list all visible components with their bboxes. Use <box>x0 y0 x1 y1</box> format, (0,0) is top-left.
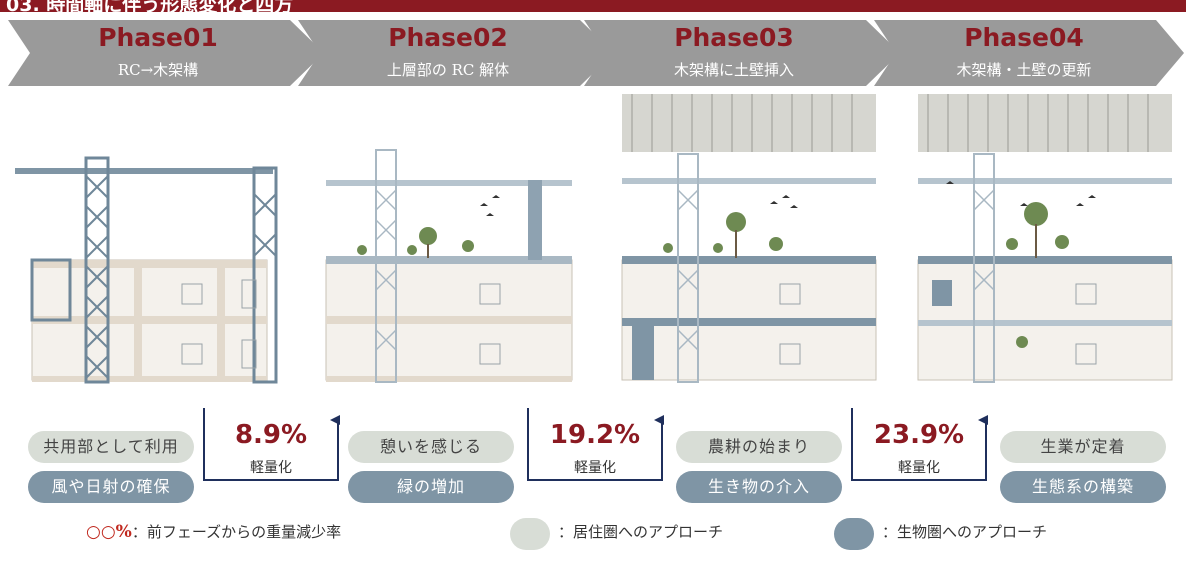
phase-2-habitat-approach: 憩いを感じる <box>348 431 514 463</box>
legend-light-text: ：居住圏へのアプローチ <box>558 523 724 541</box>
phase-3-subtitle: 木架構に土壁挿入 <box>673 61 794 79</box>
phase-1-title: Phase01 <box>98 23 218 52</box>
phase-3-section-illustration <box>621 94 877 383</box>
phase-1-section-illustration <box>15 156 278 384</box>
phase-2-subtitle: 上層部の RC 解体 <box>386 61 510 79</box>
weight-reduction-2-label: 軽量化 <box>574 460 616 476</box>
phase-1-habitat-approach: 共用部として利用 <box>28 431 194 463</box>
legend-red-text: ：前フェーズからの重量減少率 <box>131 523 342 541</box>
weight-reduction-2: 19.2% <box>549 420 641 450</box>
phase-3-biosphere-approach: 生き物の介入 <box>676 471 842 503</box>
legend-dark-swatch <box>834 518 874 550</box>
phase-3-title: Phase03 <box>674 23 794 52</box>
phase-1-biosphere-approach: 風や日射の確保 <box>28 471 194 503</box>
phase-3-chevron: Phase03 木架構に土壁挿入 <box>584 20 902 86</box>
phase-4-subtitle: 木架構・土壁の更新 <box>956 61 1092 79</box>
phase-2-section-illustration <box>325 149 573 383</box>
chevron-shape <box>8 20 324 86</box>
legend-weight-reduction: ○○%：前フェーズからの重量減少率 <box>86 521 341 542</box>
chevron-shape <box>298 20 614 86</box>
phase-2-chevron: Phase02 上層部の RC 解体 <box>298 20 616 86</box>
phase-4-section-illustration <box>917 94 1173 383</box>
chevron-shape <box>584 20 900 86</box>
weight-reduction-1: 8.9% <box>234 420 308 450</box>
phase-4-habitat-approach: 生業が定着 <box>1000 431 1166 463</box>
phase-2-biosphere-approach: 緑の増加 <box>348 471 514 503</box>
weight-reduction-3: 23.9% <box>873 420 965 450</box>
phase-4-chevron: Phase04 木架構・土壁の更新 <box>874 20 1186 86</box>
phase-2-title: Phase02 <box>388 23 508 52</box>
phase-1-chevron: Phase01 RC→木架構 <box>8 20 326 86</box>
legend-red-mark: ○○% <box>86 522 132 542</box>
phase-3-habitat-approach: 農耕の始まり <box>676 431 842 463</box>
phase-4-biosphere-approach: 生態系の構築 <box>1000 471 1166 503</box>
chevron-shape <box>874 20 1184 86</box>
weight-reduction-1-label: 軽量化 <box>250 460 292 476</box>
legend-dark-text: ：生物圏へのアプローチ <box>882 523 1048 541</box>
header-title: 03. 時間軸に伴う形態変化と四方 <box>6 0 294 12</box>
phase-4-title: Phase04 <box>964 23 1084 52</box>
legend-light-swatch <box>510 518 550 550</box>
header-bar: 03. 時間軸に伴う形態変化と四方 <box>0 0 1186 12</box>
weight-reduction-3-label: 軽量化 <box>898 460 940 476</box>
phase-1-subtitle: RC→木架構 <box>117 61 199 79</box>
